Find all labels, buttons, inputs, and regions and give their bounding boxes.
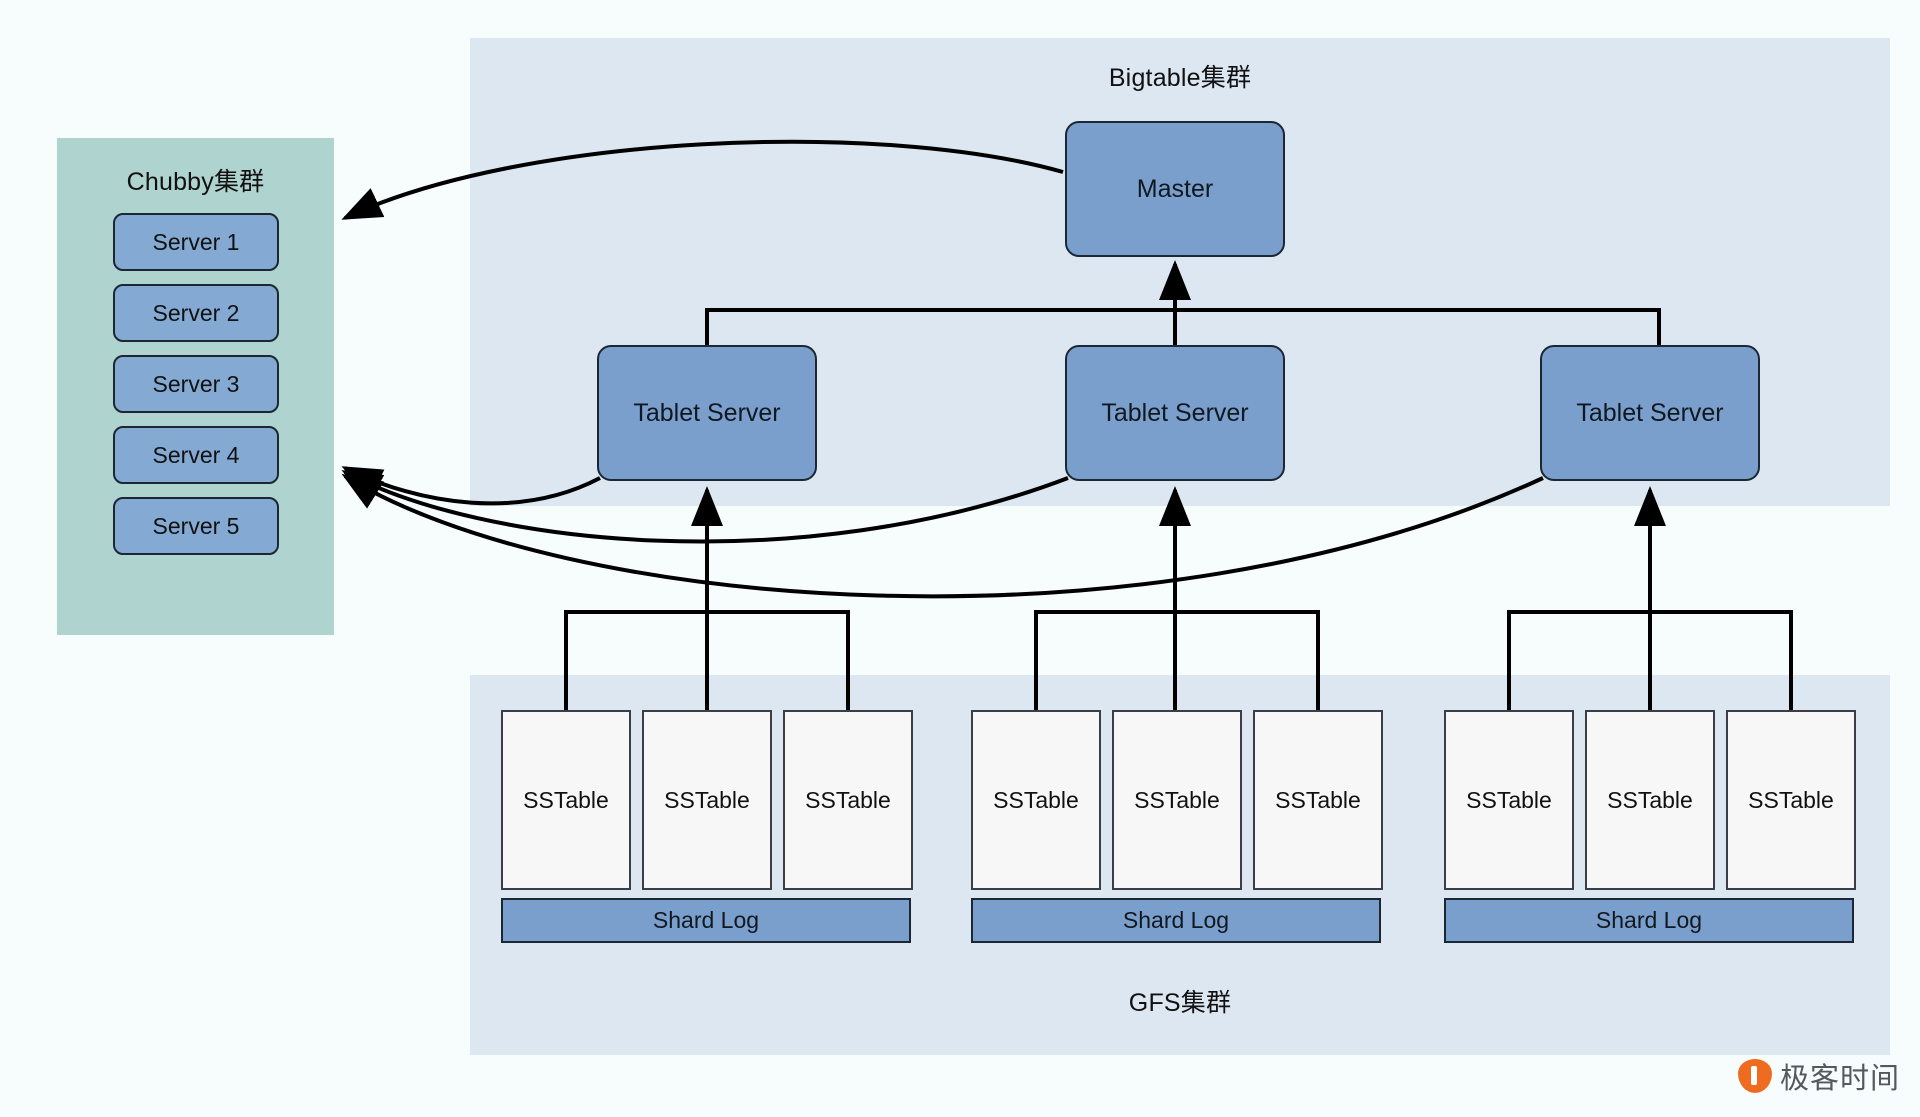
sstable-3-3[interactable]: SSTable [1726, 710, 1856, 890]
watermark-text: 极客时间 [1780, 1063, 1901, 1095]
watermark: 极客时间 [1738, 1055, 1900, 1097]
shard-log-2[interactable]: Shard Log [971, 898, 1381, 943]
sstable-2-3[interactable]: SSTable [1253, 710, 1383, 890]
sstable-2-1[interactable]: SSTable [971, 710, 1101, 890]
chubby-server-3[interactable]: Server 3 [113, 355, 279, 413]
chubby-server-2[interactable]: Server 2 [113, 284, 279, 342]
chubby-server-1[interactable]: Server 1 [113, 213, 279, 271]
chubby-server-5[interactable]: Server 5 [113, 497, 279, 555]
sstable-2-2[interactable]: SSTable [1112, 710, 1242, 890]
sstable-1-1[interactable]: SSTable [501, 710, 631, 890]
shard-log-3[interactable]: Shard Log [1444, 898, 1854, 943]
sstable-1-2[interactable]: SSTable [642, 710, 772, 890]
bigtable-cluster-title: Bigtable集群 [1108, 64, 1252, 92]
sstable-1-3[interactable]: SSTable [783, 710, 913, 890]
master-node[interactable]: Master [1065, 121, 1285, 257]
shard-log-1[interactable]: Shard Log [501, 898, 911, 943]
chubby-cluster-panel: Chubby集群 Server 1 Server 2 Server 3 Serv… [57, 138, 334, 635]
tablet-server-1[interactable]: Tablet Server [597, 345, 817, 481]
tablet-server-2[interactable]: Tablet Server [1065, 345, 1285, 481]
chubby-cluster-title: Chubby集群 [126, 168, 265, 196]
sstable-3-1[interactable]: SSTable [1444, 710, 1574, 890]
gfs-cluster-title: GFS集群 [1128, 989, 1232, 1017]
tablet-server-3[interactable]: Tablet Server [1540, 345, 1760, 481]
chubby-server-4[interactable]: Server 4 [113, 426, 279, 484]
geektime-logo-icon [1738, 1059, 1772, 1093]
sstable-3-2[interactable]: SSTable [1585, 710, 1715, 890]
